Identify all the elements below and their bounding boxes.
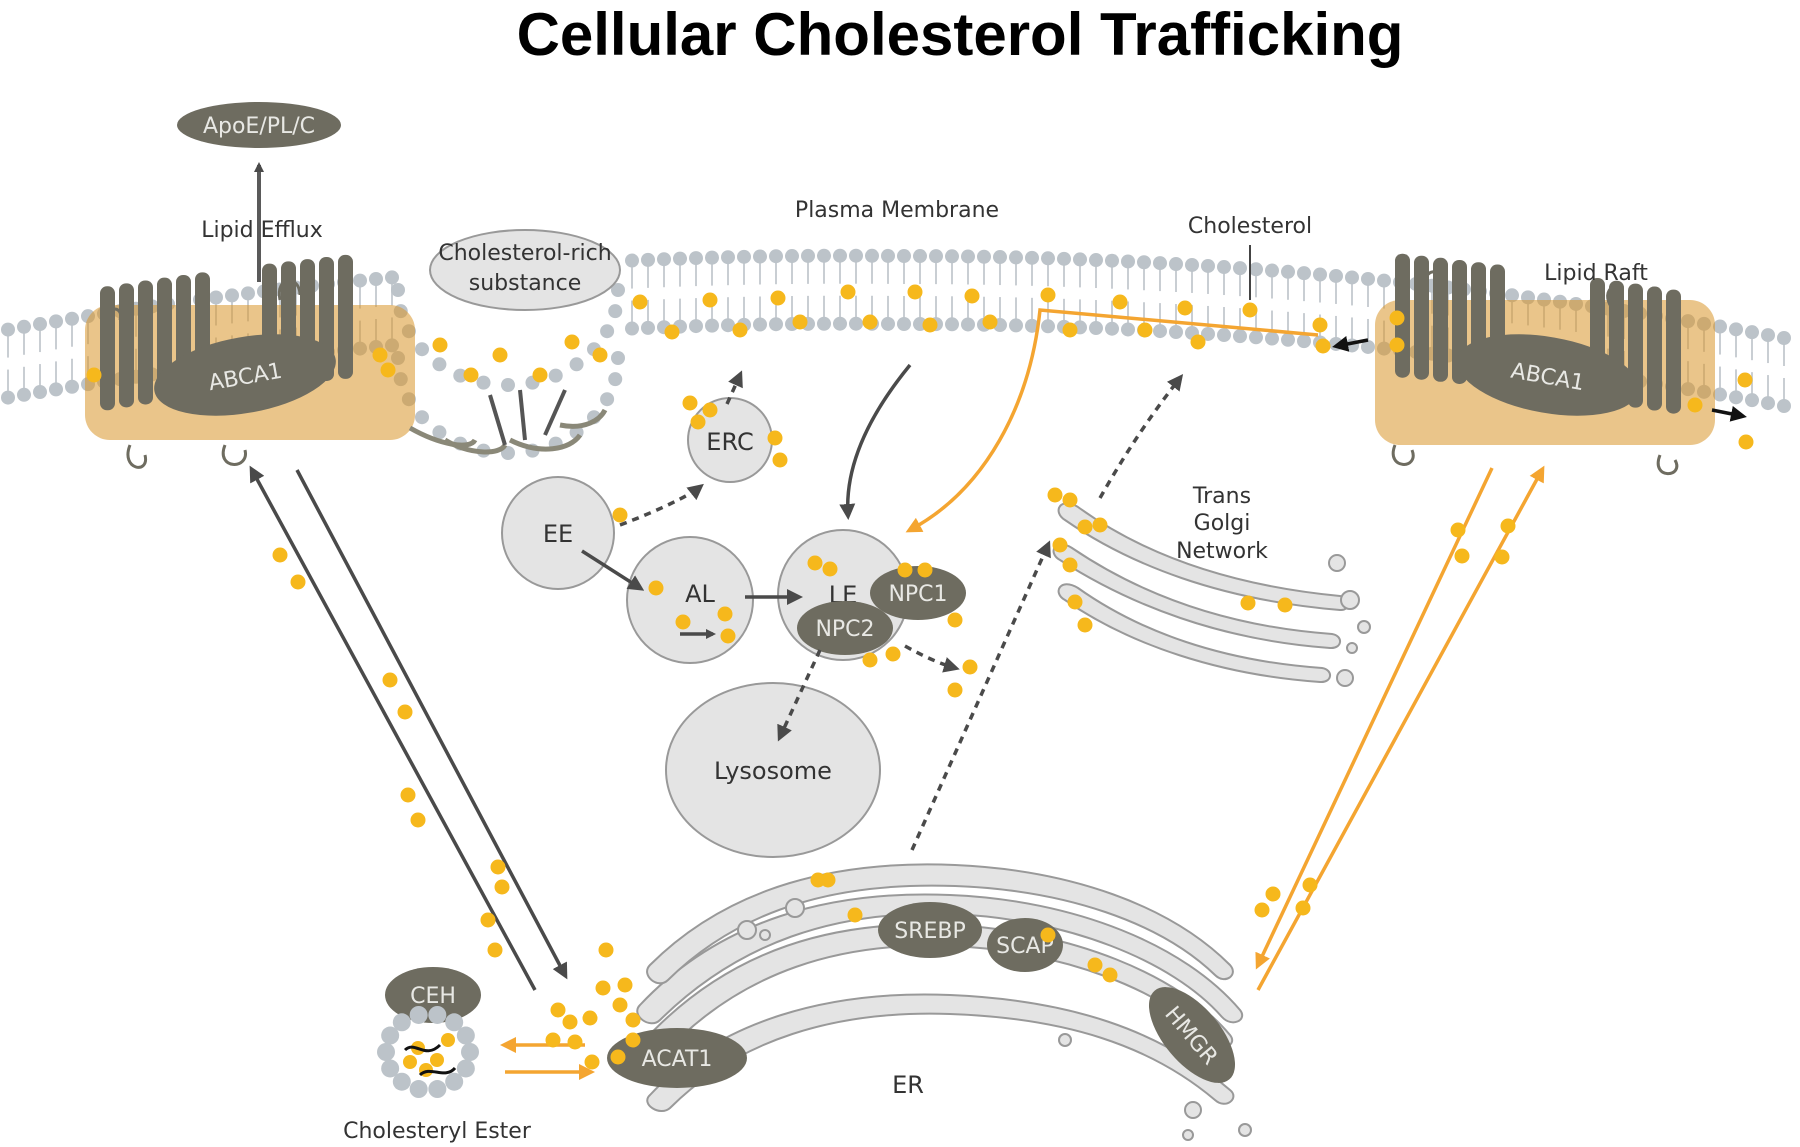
acat1-protein	[607, 1028, 747, 1088]
transport-arrow-down-right	[1255, 467, 1494, 970]
cholesterol-rich-label-line1: Cholesterol-rich	[438, 241, 611, 266]
ee-to-al-arrow	[581, 549, 645, 591]
golgi-to-membrane-dotted-arrow	[1098, 374, 1184, 499]
transport-arrow-up-left	[249, 465, 537, 991]
le-outflow-dotted-arrow	[904, 644, 960, 673]
apoe-pl-c-complex	[177, 102, 341, 148]
npc2-protein	[797, 601, 893, 655]
early-endosome	[501, 476, 615, 590]
cholesterol-molecules	[86, 284, 1754, 1070]
lysosome	[665, 682, 881, 858]
cholesterol-rich-label-line2: substance	[469, 271, 582, 296]
ceh-label: CEH	[410, 984, 456, 1009]
srebp-protein	[878, 902, 982, 958]
plasma-membrane-label: Plasma Membrane	[795, 198, 999, 223]
tgn-label-line3: Network	[1176, 539, 1268, 564]
transport-arrow-down-left	[295, 469, 568, 980]
lysosome-label: Lysosome	[714, 757, 832, 785]
apoe-pl-c-label: ApoE/PL/C	[203, 114, 315, 139]
abca1-loops	[101, 270, 1679, 476]
cholesteryl-ester-label: Cholesteryl Ester	[343, 1119, 532, 1144]
lipid-raft-label: Lipid Raft	[1544, 261, 1648, 286]
erc-to-membrane-dotted-arrow	[725, 370, 743, 405]
srebp-label: SREBP	[894, 919, 966, 944]
lipid-droplet	[377, 1005, 479, 1099]
abca1-right	[1457, 334, 1639, 416]
er-label: ER	[892, 1071, 924, 1099]
npc1-label: NPC1	[888, 582, 947, 607]
npc2-label: NPC2	[815, 617, 874, 642]
lipid-efflux-label: Lipid Efflux	[201, 218, 323, 243]
al-label: AL	[685, 580, 715, 608]
le-to-lysosome-dotted-arrow	[777, 649, 822, 742]
cholesterol-label: Cholesterol	[1188, 214, 1312, 239]
diagram-title: Cellular Cholesterol Trafficking	[517, 1, 1404, 68]
abca1-left	[154, 334, 336, 416]
ee-to-erc-dotted-arrow	[619, 483, 704, 527]
acat1-label: ACAT1	[642, 1047, 713, 1072]
er-to-golgi-dotted-arrow	[910, 540, 1051, 851]
cholesterol-rich-substance	[429, 229, 621, 311]
endoplasmic-reticulum	[636, 863, 1252, 1141]
autolysosome	[626, 536, 754, 664]
trans-golgi-network	[1052, 502, 1371, 687]
tgn-label-line1: Trans	[1192, 484, 1251, 509]
npc1-protein	[870, 566, 966, 620]
raft-efflux-arrow	[1711, 405, 1747, 422]
hmgr-protein	[1148, 987, 1236, 1083]
tgn-label-line2: Golgi	[1194, 511, 1251, 536]
ee-label: EE	[543, 520, 573, 548]
abca1-transmembrane-right	[1395, 253, 1681, 414]
cholesterol-internalization-arrow	[905, 308, 1319, 533]
erc-label: ERC	[706, 428, 753, 456]
ceh-protein	[385, 967, 481, 1023]
clathrin-coated-pit	[408, 389, 608, 455]
raft-influx-arrow	[1332, 336, 1369, 352]
endocytosis-arrow	[839, 363, 912, 520]
